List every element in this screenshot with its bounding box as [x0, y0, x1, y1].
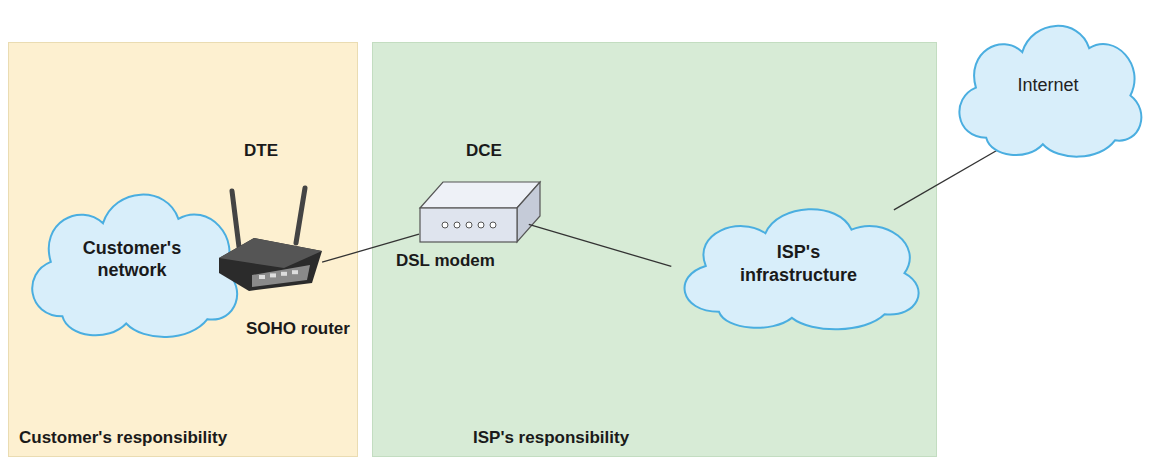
network-link — [322, 234, 419, 262]
cloud-shape — [32, 195, 237, 337]
responsibility-band: Customer's responsibility Customer's netw… — [8, 42, 358, 457]
modem-device: DCE DSL modem — [396, 141, 546, 281]
network-cloud: Customer's network — [16, 173, 248, 345]
device-name: SOHO router — [246, 319, 350, 339]
interface-type: DCE — [466, 141, 502, 161]
cloud-text-area: Customer's network — [16, 173, 248, 345]
cloud-label: ISP's infrastructure — [726, 241, 872, 286]
cloud-text-area: Internet — [945, 6, 1151, 164]
modem-icon — [419, 174, 541, 244]
cloud-shape — [685, 209, 919, 329]
device-name: DSL modem — [396, 251, 495, 271]
network-link — [529, 224, 672, 266]
cloud-outline — [666, 191, 931, 336]
cloud-text-area: ISP's infrastructure — [666, 191, 931, 336]
cloud-label: Internet — [1017, 74, 1078, 97]
network-link — [894, 148, 1001, 210]
band-heading: ISP's responsibility — [473, 428, 629, 448]
network-cloud: ISP's infrastructure — [666, 191, 931, 336]
cloud-outline — [16, 173, 248, 345]
cloud-shape — [959, 26, 1141, 157]
band-heading: Customer's responsibility — [19, 428, 227, 448]
responsibility-band: ISP's responsibility DCE DSL modem ISP's in… — [372, 42, 937, 457]
network-cloud: Internet — [945, 6, 1151, 164]
router-device: DTE SOHO router — [206, 141, 358, 353]
interface-type: DTE — [244, 141, 278, 161]
router-icon — [214, 183, 329, 293]
cloud-label: Customer's network — [68, 237, 196, 282]
